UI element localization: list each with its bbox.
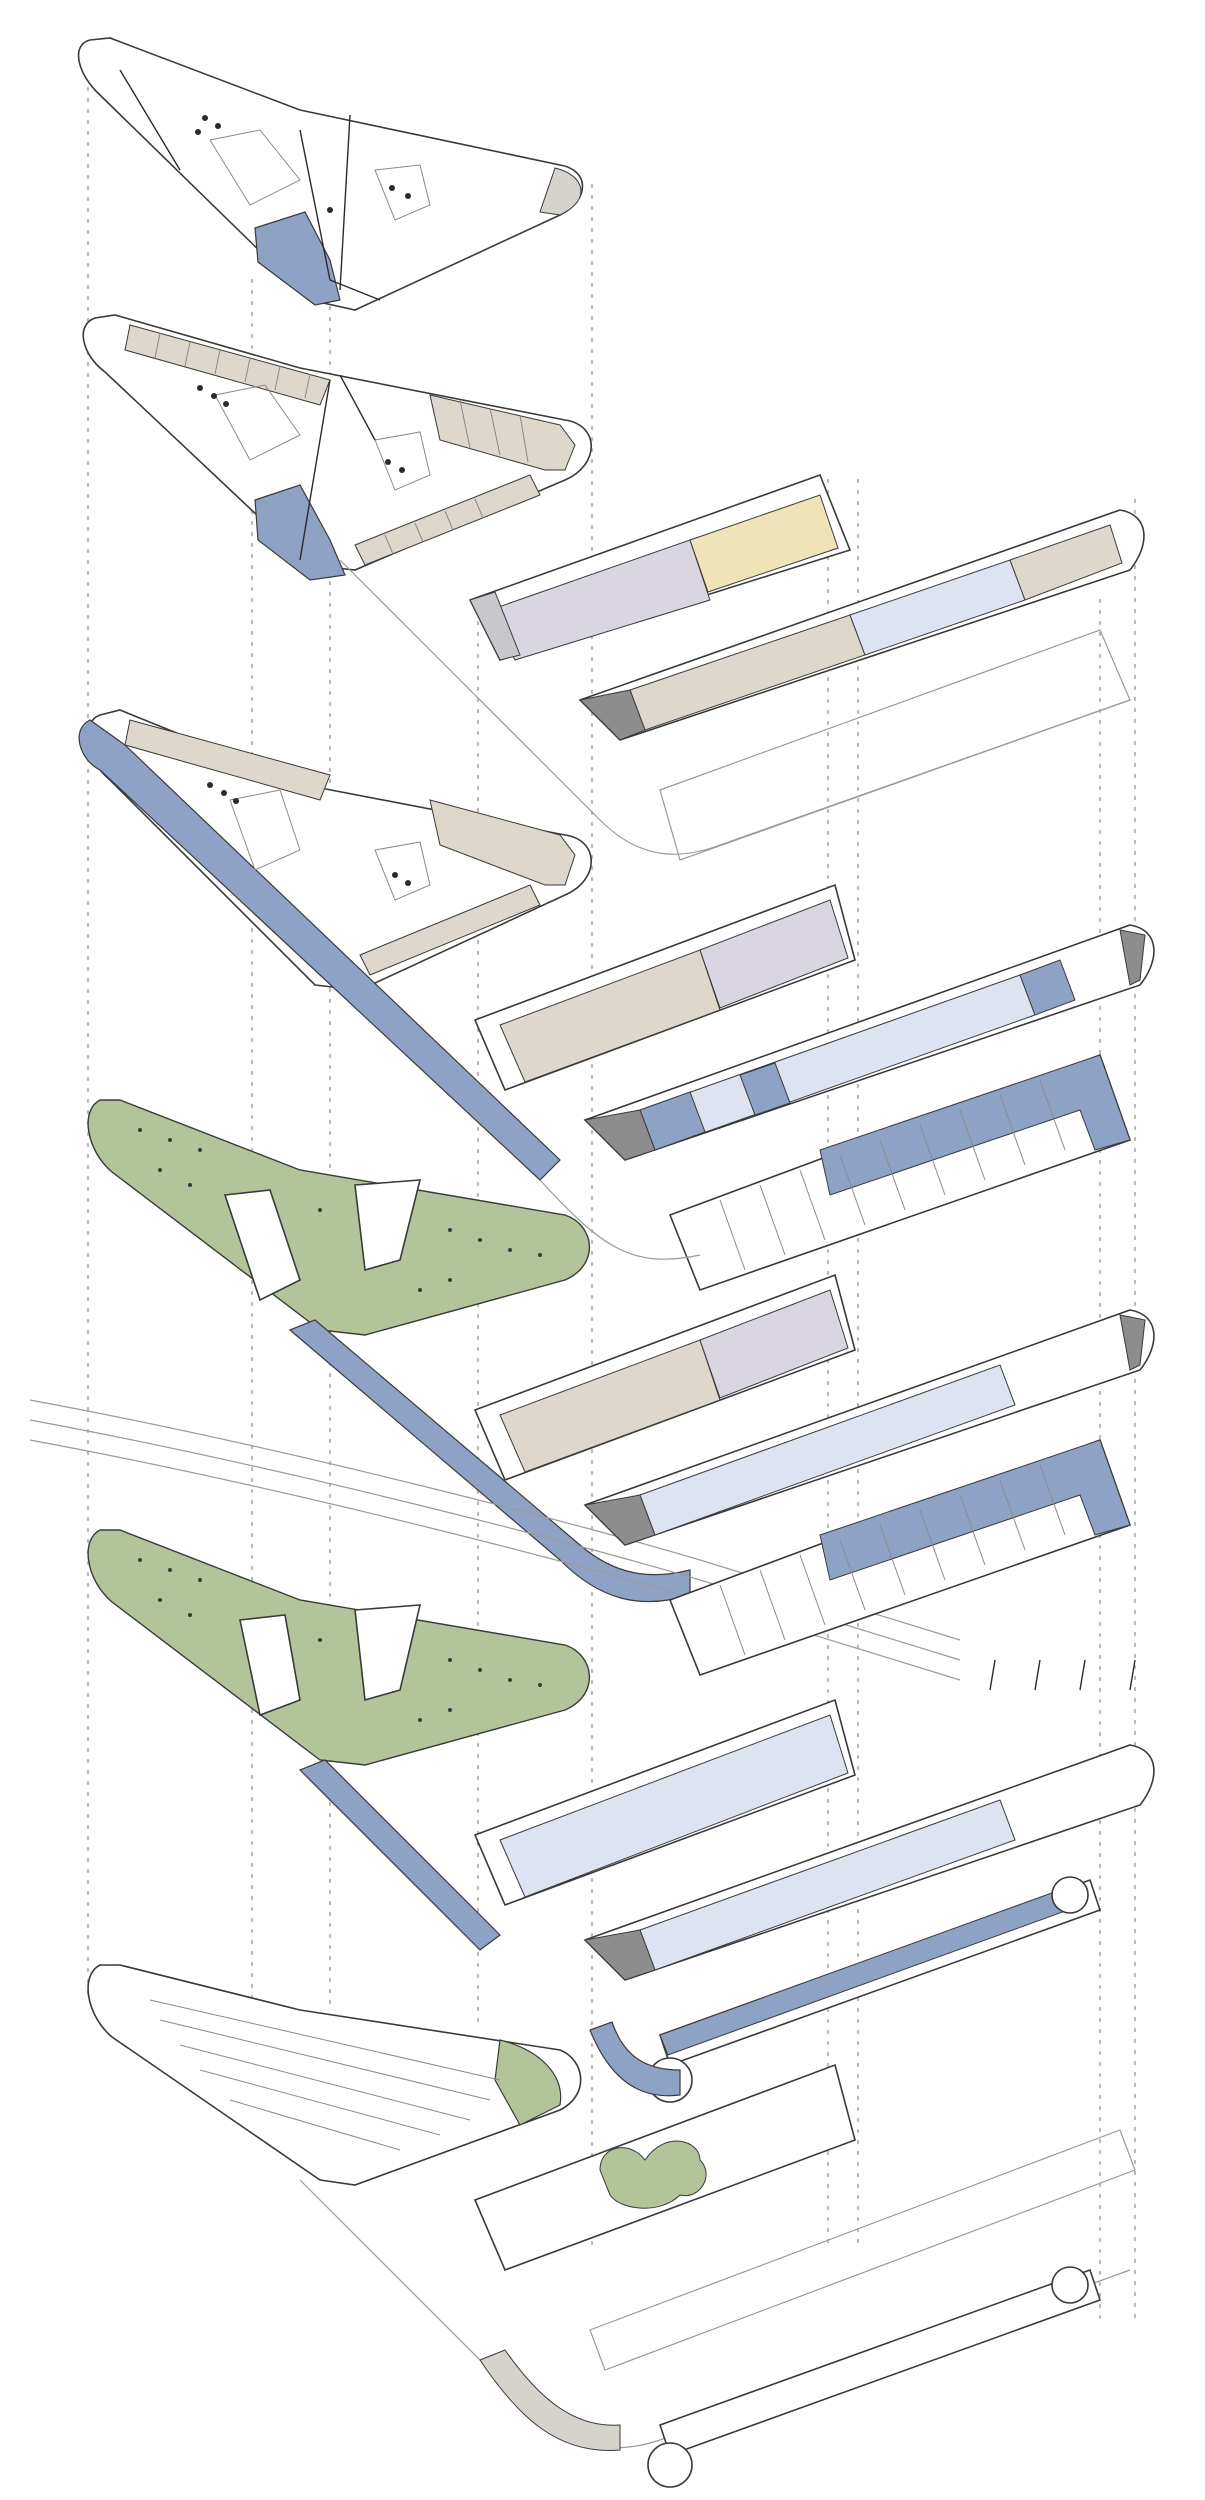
level-5-plan <box>87 1529 591 1951</box>
roof-dot-pattern <box>138 1128 542 1292</box>
blue-street-curve <box>589 2021 681 2097</box>
unit-row-lower <box>359 884 541 976</box>
bar-a-end-cap <box>469 591 521 661</box>
parking-stall-rows <box>149 1999 501 2151</box>
courtyard-void-2 <box>354 1179 422 1272</box>
blue-entrance-zone <box>254 211 341 306</box>
core-walls <box>119 69 381 301</box>
blue-arcade-strip <box>298 1759 501 1951</box>
blue-entrance-zone <box>254 484 346 581</box>
open-roof-frame <box>589 2129 1136 2371</box>
tree-symbols <box>195 115 411 213</box>
terrace-partitions <box>719 1079 1066 1271</box>
blue-arcade-strip <box>288 1319 691 1603</box>
grey-end-cap <box>578 689 646 741</box>
blue-terrace-band <box>819 1439 1131 1581</box>
blue-unit-blocks <box>639 959 1076 1151</box>
level-1-plan <box>77 37 584 311</box>
green-roof-triangle <box>87 1529 591 1766</box>
unit-row-right <box>429 799 576 886</box>
green-roof-triangle <box>87 1099 591 1336</box>
level-4-plan <box>87 1099 691 1603</box>
pale-blue-zone <box>499 1714 849 1898</box>
courtyard-void <box>223 1189 301 1302</box>
grey-end-cap <box>583 1314 1146 1546</box>
plaza-stone-paving <box>539 167 582 216</box>
beige-housing-zone <box>499 949 721 1083</box>
beige-housing-zone-east <box>1009 524 1123 601</box>
roof-dot-pattern <box>138 1558 542 1722</box>
road-markings <box>989 1659 1136 1691</box>
inner-courtyard-path-2 <box>374 164 431 221</box>
street-curve-upper <box>339 559 1131 855</box>
street-curve-level-3 <box>539 1179 701 1260</box>
level-2-bar-buildings <box>468 473 1145 861</box>
green-pavilion-garden <box>599 2140 707 2209</box>
level-4-bar-buildings <box>473 1273 1155 1677</box>
railway-tracks <box>29 1399 961 1681</box>
ramp-roundabout-east <box>1051 2266 1089 2304</box>
unit-row-lower <box>354 474 541 566</box>
beige-housing-zone <box>499 1339 721 1473</box>
unit-partitions <box>154 332 529 555</box>
blue-terrace-band <box>819 1054 1131 1196</box>
ramp-roundabout <box>647 2442 693 2488</box>
tree-symbols <box>207 782 411 886</box>
unit-row-upper <box>124 324 331 406</box>
level-5-bar-buildings <box>473 1698 1155 2103</box>
yellow-hall-zone <box>689 494 839 593</box>
inner-courtyard-path-2 <box>374 841 431 901</box>
level-3-bar-buildings <box>473 883 1155 1292</box>
unit-row-right <box>429 394 576 471</box>
inner-courtyard-path <box>209 129 301 206</box>
tree-symbols <box>197 385 405 473</box>
lilac-office-zone <box>699 899 849 1009</box>
courtyard-void <box>239 1614 301 1717</box>
green-corner-roof <box>494 2039 562 2126</box>
grey-end-cap <box>583 929 1146 1161</box>
stone-paved-street <box>479 2349 621 2451</box>
level-3-plan <box>78 709 592 1181</box>
lilac-office-zone <box>699 1289 849 1399</box>
core-walls <box>299 374 376 561</box>
inner-courtyard-path <box>214 384 301 461</box>
grey-end-cap <box>583 1929 656 1981</box>
terrace-partitions <box>719 1464 1066 1656</box>
inner-courtyard-path <box>229 789 301 871</box>
parking-deck-strip <box>658 2268 1102 2457</box>
courtyard-void-2 <box>354 1604 422 1702</box>
level-2-plan <box>82 314 592 581</box>
unit-row-upper <box>124 719 331 801</box>
ramp-roundabout-east <box>1051 1876 1089 1914</box>
blue-arcade-strip <box>78 719 561 1181</box>
inner-courtyard-path-2 <box>374 431 431 491</box>
level-6-plan <box>87 1964 1136 2488</box>
parking-triangle-outline <box>87 1964 582 2186</box>
